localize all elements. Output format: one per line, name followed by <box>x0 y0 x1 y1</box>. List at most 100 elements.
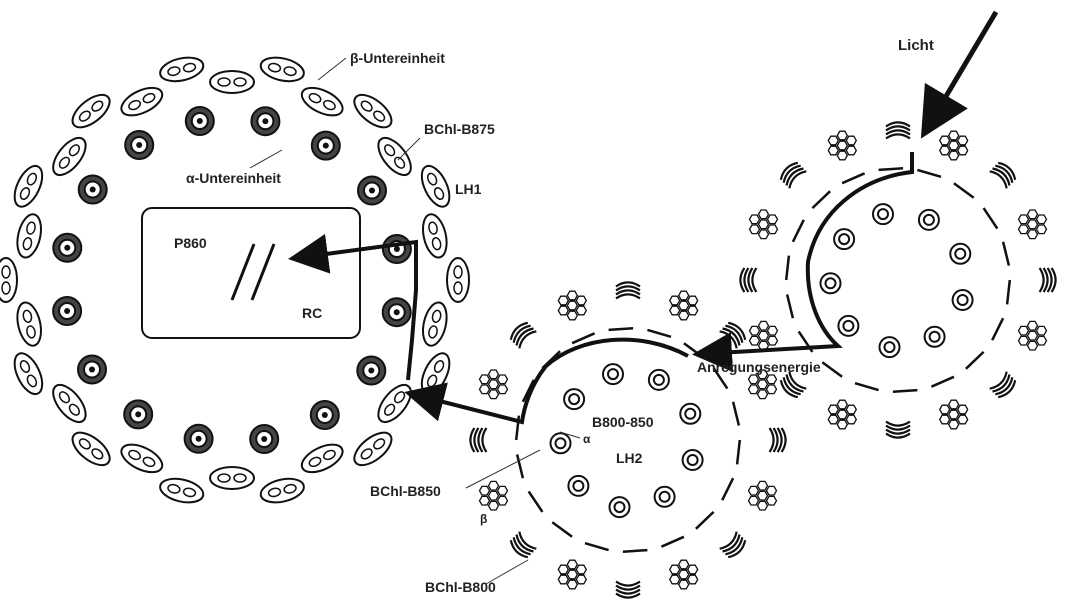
bchl-ring-icon <box>53 234 81 262</box>
bchl-ring-icon <box>186 107 214 135</box>
lh2-bchl-b850-dash <box>893 390 918 392</box>
bchl-ring-icon <box>383 298 411 326</box>
helix-icon <box>990 372 1018 400</box>
lh2-bchl-b850-dash <box>1007 280 1010 304</box>
leader-alpha <box>250 150 282 168</box>
porphyrin-hexagon-icon <box>750 210 778 239</box>
light-arrow <box>926 12 996 130</box>
label-p860: P860 <box>174 235 207 251</box>
helix-icon <box>616 282 640 298</box>
energy-transfer-path-2 <box>412 340 688 422</box>
lh1-subunit <box>419 212 450 260</box>
bchl-ring-icon <box>311 401 339 429</box>
bchl-ring-icon <box>834 229 854 249</box>
lh2-bchl-b850-dash <box>793 220 804 242</box>
p860-slash-1 <box>232 244 254 300</box>
bchl-ring-icon <box>185 425 213 453</box>
p860-slash-2 <box>252 244 274 300</box>
lh2-bchl-b850-dash <box>855 383 879 390</box>
bchl-ring-icon <box>953 290 973 310</box>
bchl-ring-icon <box>358 177 386 205</box>
helix-icon <box>886 122 910 138</box>
helix-icon <box>720 532 748 560</box>
lh2-bchl-b850-dash <box>585 543 609 550</box>
lh2-bchl-b850-dash <box>647 330 671 337</box>
lh2-bchl-b850-dash <box>609 328 634 330</box>
label-light: Licht <box>898 37 934 54</box>
lh2-bchl-b850-dash <box>966 352 984 369</box>
porphyrin-hexagon-icon <box>480 481 508 510</box>
lh1-subunit <box>158 54 206 85</box>
lh2-bchl-b850-dash <box>1003 242 1009 266</box>
bchl-ring-icon <box>683 450 703 470</box>
bchl-ring-icon <box>312 132 340 160</box>
porphyrin-hexagon-icon <box>940 131 968 160</box>
lh2-bchl-b850-dash <box>842 173 865 183</box>
lh2-bchl-b850-dash <box>623 550 648 552</box>
lh1-subunit <box>416 349 455 398</box>
bchl-ring-icon <box>838 316 858 336</box>
lh2-bchl-b850-dash <box>696 512 714 529</box>
porphyrin-hexagon-icon <box>670 291 698 320</box>
bchl-ring-icon <box>680 404 700 424</box>
lh1-subunit <box>210 71 254 93</box>
bchl-ring-icon <box>873 204 893 224</box>
lh1-subunit <box>14 300 45 348</box>
label-alpha-symbol: α <box>583 432 591 446</box>
bchl-ring-icon <box>79 176 107 204</box>
lh2-bchl-b850-dash <box>722 478 733 500</box>
bchl-ring-icon <box>551 433 571 453</box>
lh2-bchl-b850-dash <box>954 183 974 198</box>
porphyrin-hexagon-icon <box>749 481 777 510</box>
lh1-ring <box>0 54 469 506</box>
label-bchl-b850: BChl-B850 <box>370 483 441 499</box>
label-lh2: LH2 <box>616 450 643 466</box>
bchl-ring-icon <box>925 327 945 347</box>
bchl-ring-icon <box>568 476 588 496</box>
helix-icon <box>886 422 910 438</box>
porphyrin-hexagon-icon <box>670 560 698 589</box>
lh1-subunit <box>258 475 306 506</box>
helix-icon <box>508 532 536 560</box>
lh2-bchl-b850-dash <box>661 537 684 547</box>
lh2-bchl-b850-dash <box>992 318 1003 340</box>
bchl-ring-icon <box>125 131 153 159</box>
label-rc: RC <box>302 305 322 321</box>
helix-icon <box>778 160 806 188</box>
porphyrin-hexagon-icon <box>1019 210 1047 239</box>
bchl-ring-icon <box>880 337 900 357</box>
helix-icon <box>990 160 1018 188</box>
helix-icon <box>770 428 786 452</box>
bchl-ring-icon <box>603 364 623 384</box>
lh1-subunit <box>258 54 306 85</box>
lh2-bchl-b850-dash <box>917 170 941 177</box>
helix-icon <box>470 428 486 452</box>
lh1-subunit <box>9 349 48 398</box>
label-bchl-b875: BChl-B875 <box>424 121 495 137</box>
bchl-ring-icon <box>649 370 669 390</box>
bchl-ring-icon <box>124 400 152 428</box>
lh2-bchl-b850-dash <box>787 294 793 318</box>
lh1-subunit <box>158 475 206 506</box>
bchl-ring-icon <box>919 210 939 230</box>
porphyrin-hexagon-icon <box>1019 321 1047 350</box>
porphyrin-hexagon-icon <box>558 560 586 589</box>
lh2-bchl-b850-dash <box>931 377 954 387</box>
helix-icon <box>778 372 806 400</box>
bchl-ring-icon <box>655 487 675 507</box>
bchl-ring-icon <box>78 356 106 384</box>
leader-b850 <box>466 450 540 488</box>
lh1-subunit <box>9 162 48 211</box>
lh1-subunit <box>349 427 397 472</box>
label-excitation-energy: Anregungsenergie <box>697 359 821 375</box>
bchl-ring-icon <box>251 107 279 135</box>
lh2-bchl-b850-dash <box>812 191 830 208</box>
helix-icon <box>616 582 640 598</box>
bchl-ring-icon <box>950 244 970 264</box>
helix-icon <box>508 320 536 348</box>
lh1-subunit <box>47 379 92 427</box>
lh1-subunit <box>372 379 417 427</box>
lh1-subunit <box>0 258 17 302</box>
helix-icon <box>1040 268 1056 292</box>
bchl-ring-icon <box>250 425 278 453</box>
